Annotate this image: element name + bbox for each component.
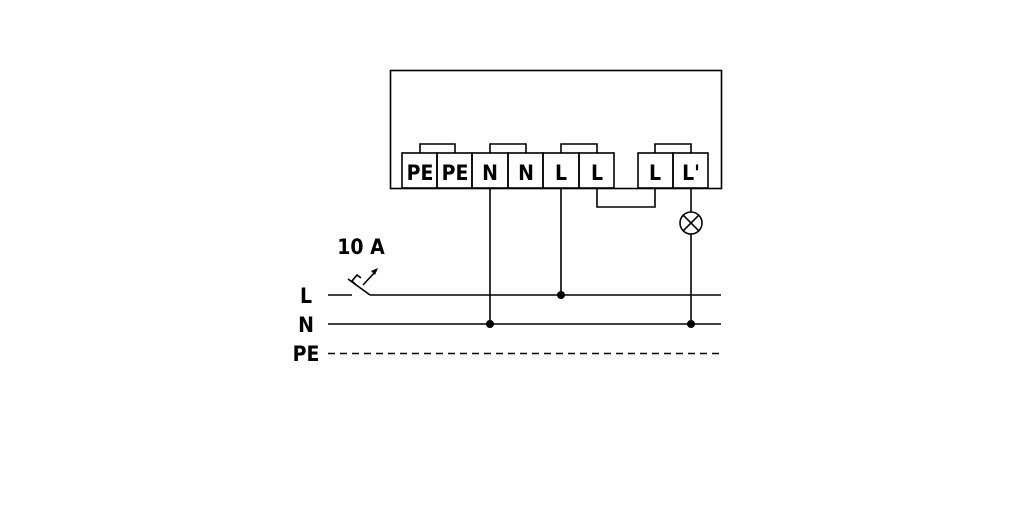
- terminal-n-1: N: [471, 152, 509, 189]
- terminal-l-2: L: [578, 152, 615, 189]
- terminal-n-2: N: [507, 152, 544, 189]
- svg-text:L: L: [555, 161, 567, 185]
- breaker-rating: 10 A: [337, 235, 385, 259]
- svg-text:L: L: [649, 161, 661, 185]
- svg-text:PE: PE: [407, 161, 434, 185]
- terminal-l-3: L: [637, 152, 674, 189]
- label-l: L: [300, 284, 312, 308]
- svg-text:N: N: [482, 161, 498, 185]
- circuit-breaker-icon: [347, 268, 378, 296]
- svg-text:L: L: [591, 161, 603, 185]
- svg-text:N: N: [518, 161, 534, 185]
- lamp-cross-circle-icon: [679, 211, 703, 235]
- terminal-bridges: [419, 143, 692, 153]
- label-n: N: [298, 313, 314, 337]
- junction-dots: [486, 291, 695, 328]
- terminal-l-prime: L': [672, 152, 709, 189]
- svg-text:L': L': [682, 161, 700, 185]
- svg-text:PE: PE: [442, 161, 469, 185]
- label-pe: PE: [293, 342, 320, 366]
- terminal-pe-2: PE: [436, 152, 473, 189]
- terminal-pe-1: PE: [401, 152, 438, 189]
- terminal-l-1: L: [542, 152, 580, 189]
- terminal-block: PE PE N N L L L L': [401, 152, 709, 189]
- jumper-wire: [596, 188, 656, 208]
